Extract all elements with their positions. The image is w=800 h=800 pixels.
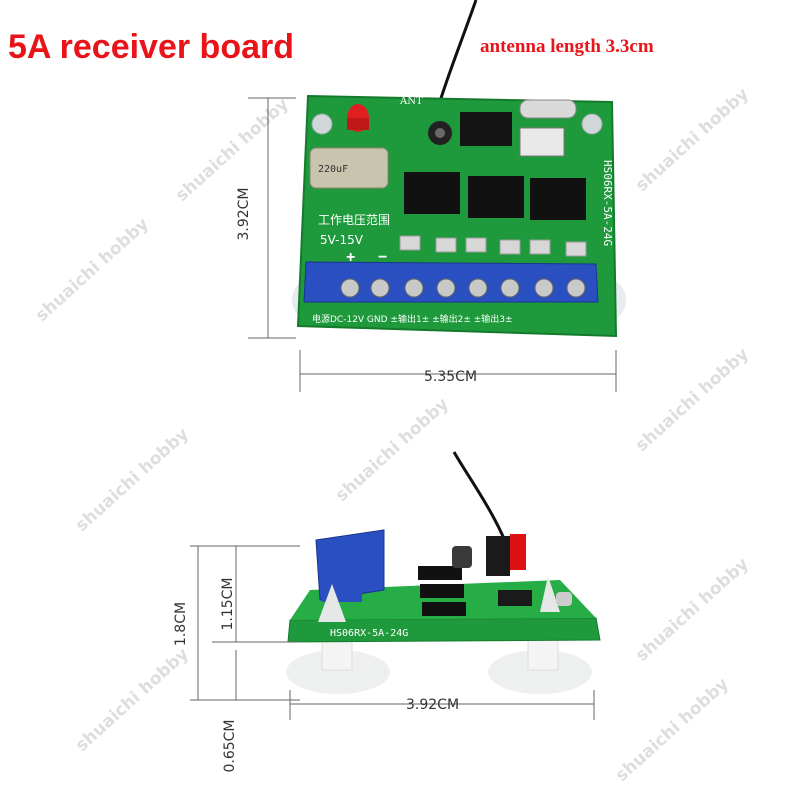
svg-text:ANT: ANT bbox=[399, 96, 423, 107]
pcb-side bbox=[287, 617, 601, 643]
capacitor-large bbox=[309, 147, 389, 189]
capacitor-side bbox=[486, 536, 510, 576]
title: 5A receiver board bbox=[8, 28, 294, 66]
driver-chip-2 bbox=[468, 176, 524, 218]
led-side bbox=[510, 534, 526, 570]
svg-text:HS06RX-5A-24G: HS06RX-5A-24G bbox=[601, 160, 614, 246]
standoff-foot bbox=[488, 650, 592, 694]
svg-text:工作电压范围: 工作电压范围 bbox=[318, 213, 390, 227]
mounting-hole bbox=[311, 113, 333, 135]
driver-chip-1 bbox=[404, 172, 460, 214]
side-total-height-label: 1.8CM bbox=[173, 601, 189, 647]
mounting-hole bbox=[581, 113, 603, 135]
rf-module bbox=[519, 127, 565, 157]
ic-chip bbox=[460, 112, 512, 146]
dimension-lines-top bbox=[248, 97, 617, 392]
svg-text:−: − bbox=[378, 249, 387, 266]
svg-text:+: + bbox=[346, 249, 355, 266]
standoff-foot bbox=[286, 650, 390, 694]
antenna-wire bbox=[436, 0, 478, 109]
driver-chip-3 bbox=[530, 178, 586, 220]
dimension-lines-side bbox=[190, 545, 595, 720]
svg-text:电源DC-12V GND ±输出1± ±输出2± ±输出3±: 电源DC-12V GND ±输出1± ±输出2± ±输出3± bbox=[312, 313, 513, 325]
antenna-length-note: antenna length 3.3cm bbox=[480, 36, 654, 57]
crystal bbox=[519, 99, 577, 119]
standoff-post bbox=[318, 584, 346, 622]
svg-text:220uF: 220uF bbox=[318, 164, 348, 175]
smd-pads bbox=[399, 235, 587, 257]
top-height-label: 3.92CM bbox=[236, 187, 252, 241]
top-width-label: 5.35CM bbox=[424, 369, 478, 385]
side-width-label: 3.92CM bbox=[406, 697, 460, 713]
svg-text:5V-15V: 5V-15V bbox=[320, 233, 364, 247]
svg-text:HS06RX-5A-24G: HS06RX-5A-24G bbox=[330, 628, 408, 639]
side-upper-height-label: 1.15CM bbox=[220, 577, 236, 631]
terminal-screws bbox=[340, 278, 586, 298]
side-lower-height-label: 0.65CM bbox=[222, 719, 238, 773]
